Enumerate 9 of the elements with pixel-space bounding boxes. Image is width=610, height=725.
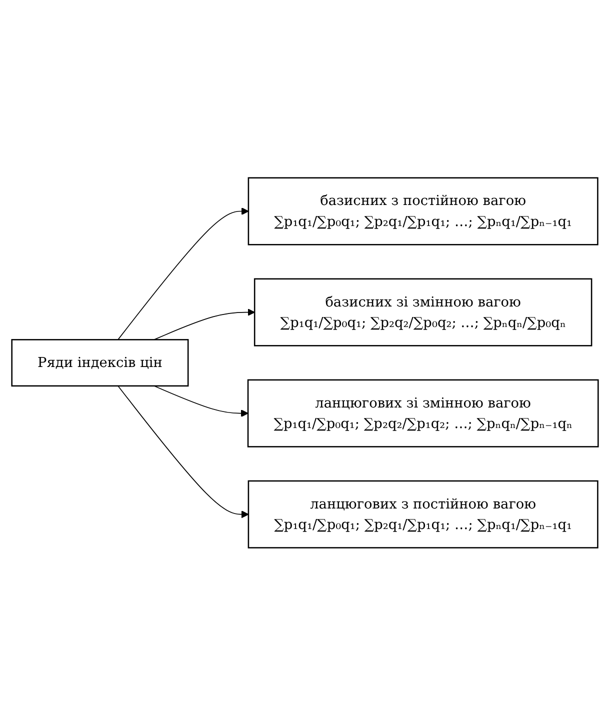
node-box: базисних зі змінною вагою ∑p₁q₁/∑p₀q₁; ∑p₂q₂/∑p₀q₂; …; ∑pₙqₙ/∑p₀qₙ bbox=[254, 278, 592, 346]
node-box: базисних з постійною вагою ∑p₁q₁/∑p₀q₁; ∑p₂q₁/∑p₁q₁; …; ∑pₙq₁/∑pₙ₋₁q₁ bbox=[248, 176, 598, 245]
arrow bbox=[154, 308, 255, 340]
arrow bbox=[118, 207, 249, 340]
arrow bbox=[118, 385, 249, 518]
arrow bbox=[154, 385, 248, 417]
node-box: Ряди індексів цін bbox=[11, 338, 189, 386]
node-box: ланцюгових з постійною вагою ∑p₁q₁/∑p₀q₁; ∑p₂q₁/∑p₁q₁; …; ∑pₙq₁/∑pₙ₋₁q₁ bbox=[248, 480, 598, 548]
node-box: ланцюгових зі змінною вагою ∑p₁q₁/∑p₀q₁; ∑p₂q₂/∑p₁q₂; …; ∑pₙqₙ/∑pₙ₋₁qₙ bbox=[247, 378, 599, 448]
